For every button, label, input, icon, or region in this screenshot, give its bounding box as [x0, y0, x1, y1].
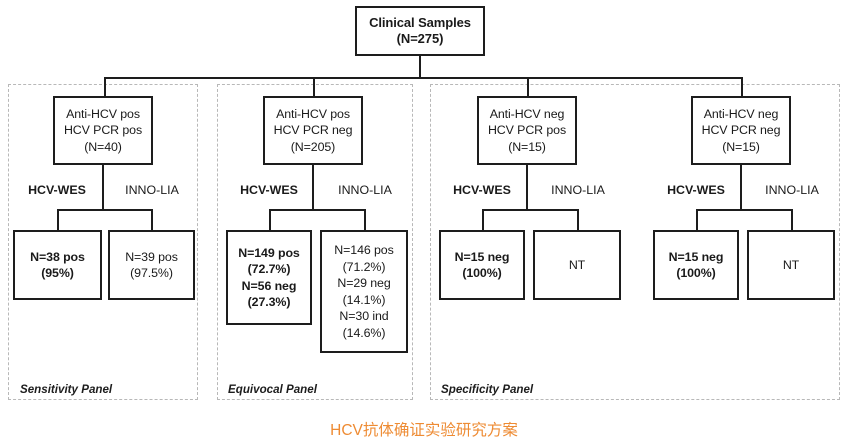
result-box-sensitivity-wes: N=38 pos (95%)	[13, 230, 102, 300]
parent-line-3: (N=15)	[508, 139, 546, 154]
parent-line-1: Anti-HCV neg	[703, 106, 779, 121]
result-line-1: NT	[568, 257, 586, 272]
branch-label-wes-specificity-b: HCV-WES	[667, 183, 725, 197]
parent-line-2: HCV PCR neg	[273, 123, 353, 138]
parent-line-1: Anti-HCV pos	[66, 106, 140, 121]
parent-box-specificity-pcr-pos: Anti-HCV neg HCV PCR pos (N=15)	[477, 96, 577, 165]
parent-line-2: HCV PCR pos	[63, 123, 143, 138]
connector-specificity-a-stem	[526, 165, 529, 210]
panel-label-equivocal: Equivocal Panel	[228, 383, 317, 396]
result-line-3: N=29 neg	[337, 276, 391, 290]
result-line-2: (72.7%)	[247, 262, 291, 276]
result-line-1: N=146 pos	[334, 243, 394, 257]
branch-label-wes-sensitivity: HCV-WES	[28, 183, 86, 197]
result-box-specificity-a-wes: N=15 neg (100%)	[439, 230, 525, 300]
connector-equivocal-stem	[312, 165, 315, 210]
parent-box-specificity-pcr-neg: Anti-HCV neg HCV PCR neg (N=15)	[691, 96, 791, 165]
result-line-2: (100%)	[676, 266, 716, 280]
connector-root-stem	[418, 56, 422, 78]
result-line-1: N=39 pos	[125, 249, 178, 264]
connector-equivocal-split	[269, 208, 366, 211]
result-box-equivocal-inno: N=146 pos (71.2%) N=29 neg (14.1%) N=30 …	[320, 230, 408, 353]
panel-specificity	[430, 84, 840, 400]
result-line-6: (14.6%)	[342, 325, 386, 340]
connector-specificity-b-split	[696, 208, 793, 211]
connector-main-bus	[104, 76, 743, 79]
result-box-specificity-b-inno: NT	[747, 230, 835, 300]
result-line-3: N=56 neg	[241, 278, 297, 293]
connector-sensitivity-stem	[102, 165, 105, 210]
result-line-4: (27.3%)	[247, 295, 291, 309]
result-box-sensitivity-inno: N=39 pos (97.5%)	[108, 230, 195, 300]
connector-specificity-a-wes-drop	[482, 208, 485, 231]
parent-line-1: Anti-HCV neg	[489, 106, 565, 121]
result-box-equivocal-wes: N=149 pos (72.7%) N=56 neg (27.3%)	[226, 230, 312, 325]
parent-line-3: (N=15)	[722, 139, 760, 154]
branch-label-wes-equivocal: HCV-WES	[240, 183, 298, 197]
figure-caption: HCV抗体确证实验研究方案	[330, 422, 518, 439]
parent-line-3: (N=205)	[290, 139, 336, 154]
panel-label-sensitivity: Sensitivity Panel	[20, 383, 113, 396]
connector-equivocal-wes-drop	[269, 208, 272, 231]
panel-sensitivity	[8, 84, 198, 400]
result-line-1: N=38 pos	[30, 249, 85, 264]
connector-specificity-a-inno-drop	[577, 208, 580, 231]
branch-label-wes-specificity-a: HCV-WES	[453, 183, 511, 197]
connector-sensitivity-split	[57, 208, 153, 211]
result-line-2: (97.5%)	[130, 266, 173, 280]
connector-drop-panel-3	[527, 76, 530, 97]
result-box-specificity-a-inno: NT	[533, 230, 621, 300]
root-line-1: Clinical Samples	[369, 14, 471, 30]
connector-drop-panel-1	[104, 76, 107, 97]
connector-specificity-b-wes-drop	[696, 208, 699, 231]
connector-equivocal-inno-drop	[364, 208, 367, 231]
parent-box-sensitivity: Anti-HCV pos HCV PCR pos (N=40)	[53, 96, 153, 165]
result-box-specificity-b-wes: N=15 neg (100%)	[653, 230, 739, 300]
parent-line-3: (N=40)	[84, 139, 122, 154]
root-line-2: (N=275)	[396, 31, 444, 46]
branch-label-inno-specificity-b: INNO-LIA	[765, 183, 819, 197]
result-line-2: (71.2%)	[342, 259, 386, 274]
root-box-clinical-samples: Clinical Samples (N=275)	[355, 6, 485, 56]
result-line-1: N=15 neg	[668, 249, 724, 264]
connector-sensitivity-wes-drop	[57, 208, 60, 231]
connector-specificity-b-inno-drop	[791, 208, 794, 231]
result-line-4: (14.1%)	[342, 292, 386, 307]
parent-box-equivocal: Anti-HCV pos HCV PCR neg (N=205)	[263, 96, 363, 165]
parent-line-2: HCV PCR neg	[701, 123, 781, 138]
branch-label-inno-equivocal: INNO-LIA	[338, 183, 392, 197]
result-line-2: (100%)	[462, 266, 502, 280]
connector-drop-panel-4	[741, 76, 744, 97]
result-line-2: (95%)	[41, 266, 74, 280]
result-line-1: NT	[782, 257, 800, 272]
parent-line-1: Anti-HCV pos	[276, 106, 350, 121]
connector-specificity-a-split	[482, 208, 579, 211]
result-line-1: N=149 pos	[238, 245, 300, 260]
result-line-5: N=30 ind	[339, 309, 389, 323]
panel-label-specificity: Specificity Panel	[441, 383, 534, 396]
parent-line-2: HCV PCR pos	[487, 123, 567, 138]
connector-specificity-b-stem	[740, 165, 743, 210]
branch-label-inno-specificity-a: INNO-LIA	[551, 183, 605, 197]
connector-drop-panel-2	[313, 76, 316, 97]
connector-sensitivity-inno-drop	[151, 208, 154, 231]
branch-label-inno-sensitivity: INNO-LIA	[125, 183, 179, 197]
result-line-1: N=15 neg	[454, 249, 510, 264]
